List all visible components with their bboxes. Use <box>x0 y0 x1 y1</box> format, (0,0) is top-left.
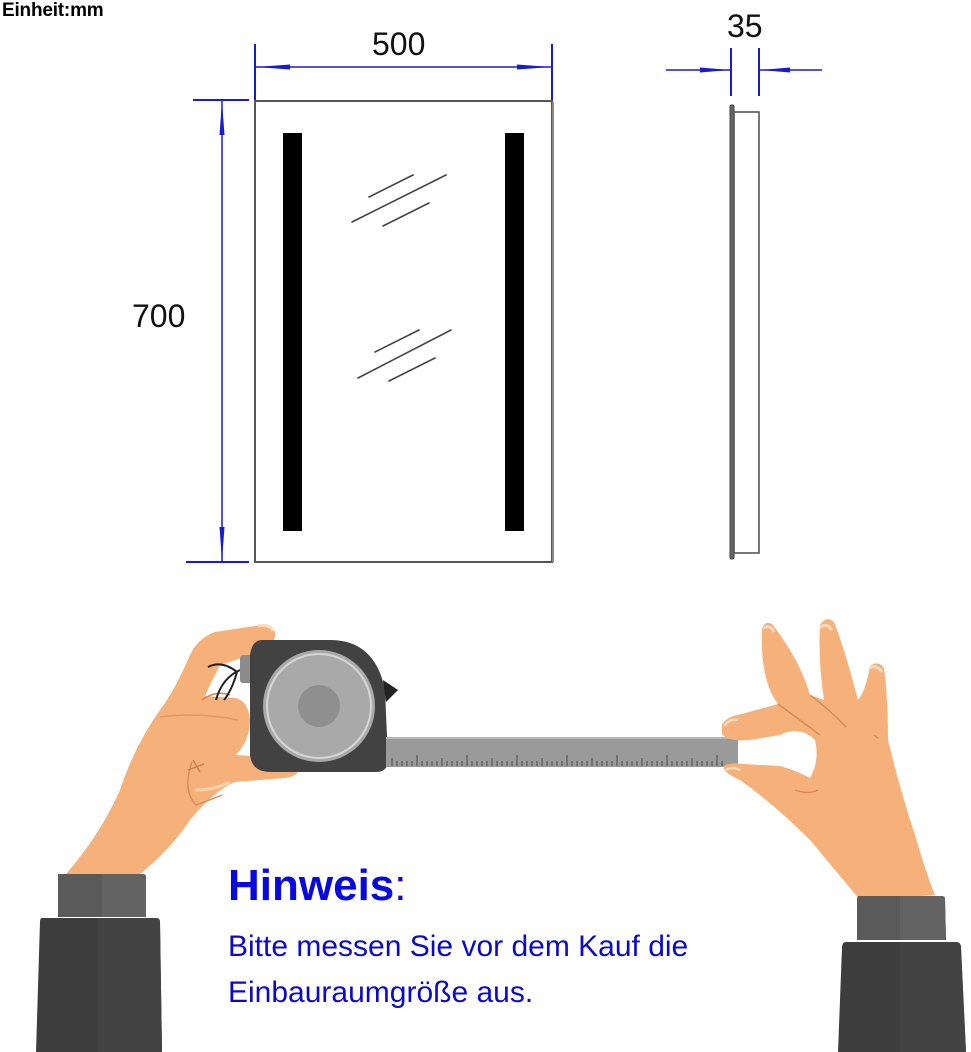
led-strip-right <box>505 133 524 531</box>
height-dimension-lines <box>186 99 249 563</box>
left-hand-icon <box>66 624 299 874</box>
depth-dimension-lines <box>666 48 822 96</box>
notice-line-1: Bitte messen Sie vor dem Kauf die <box>228 930 689 963</box>
tape-blade <box>386 737 738 767</box>
mirror-front-view <box>254 100 554 563</box>
notice-title-colon: : <box>394 861 407 910</box>
notice-body: Bitte messen Sie vor dem Kauf die Einbau… <box>228 924 688 1016</box>
notice-line-2: Einbauraumgröße aus. <box>228 976 534 1009</box>
width-dimension-lines <box>254 44 553 100</box>
glass-reflection-marks-bottom <box>357 329 452 382</box>
width-dimension-label: 500 <box>372 26 426 62</box>
right-sleeve-icon <box>838 896 966 1052</box>
unit-label: Einheit:mm <box>2 0 104 21</box>
led-strip-left <box>283 133 302 531</box>
tape-measure-icon <box>240 640 738 772</box>
technical-drawing <box>186 44 822 563</box>
notice-title: Hinweis: <box>228 856 688 916</box>
right-hand-icon <box>722 619 935 900</box>
left-sleeve-icon <box>36 874 162 1052</box>
height-dimension-label: 700 <box>132 298 186 334</box>
depth-dimension-label: 35 <box>727 8 763 44</box>
notice-title-text: Hinweis <box>228 861 395 910</box>
notice-box: Hinweis: Bitte messen Sie vor dem Kauf d… <box>228 856 688 1016</box>
mirror-side-view <box>729 104 760 560</box>
glass-reflection-marks-top <box>351 174 447 227</box>
